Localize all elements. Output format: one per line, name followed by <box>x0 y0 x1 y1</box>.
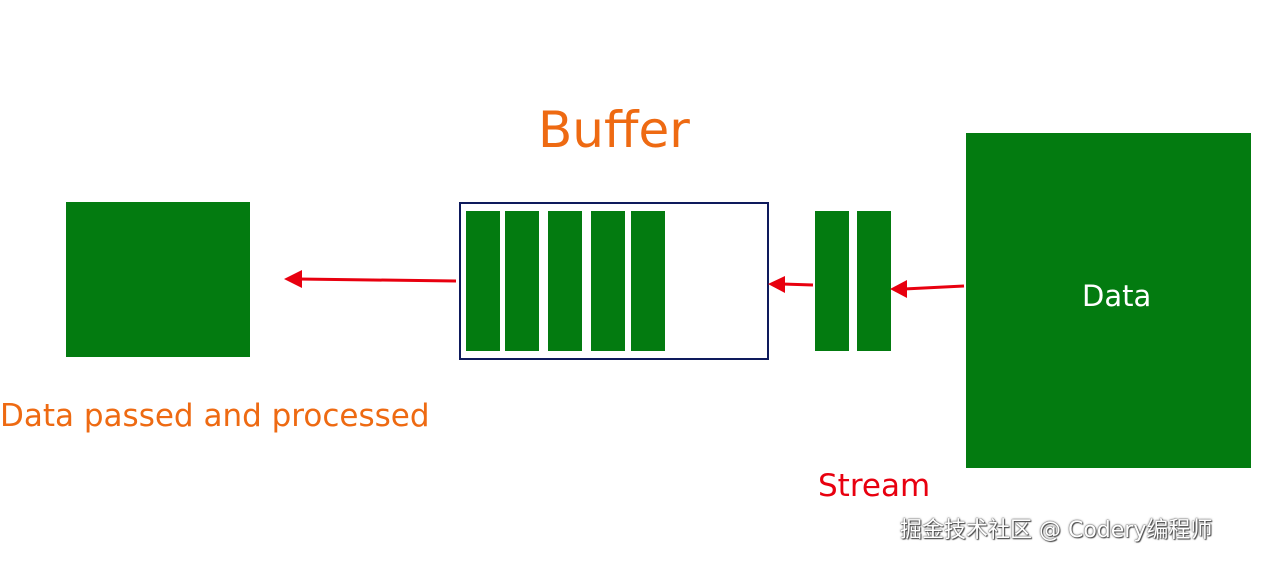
watermark: 掘金技术社区 @ Codery编程师 <box>900 518 1213 543</box>
stream-chunk <box>857 211 891 351</box>
data-source-block <box>966 133 1251 468</box>
arrow-buffer-to-processed <box>284 270 457 288</box>
buffer-slot <box>505 211 539 351</box>
buffer-slot <box>466 211 500 351</box>
data-label: Data <box>1082 279 1152 313</box>
processed-label: Data passed and processed <box>0 398 430 434</box>
buffer-slot <box>548 211 582 351</box>
stream-chunk <box>815 211 849 351</box>
arrow-stream-to-buffer <box>768 276 814 293</box>
buffer-title: Buffer <box>538 101 690 159</box>
arrow-data-to-stream <box>890 280 965 298</box>
stream-label: Stream <box>818 468 931 504</box>
processed-data-block <box>66 202 250 357</box>
buffer-slot <box>631 211 665 351</box>
buffer-slot <box>591 211 625 351</box>
